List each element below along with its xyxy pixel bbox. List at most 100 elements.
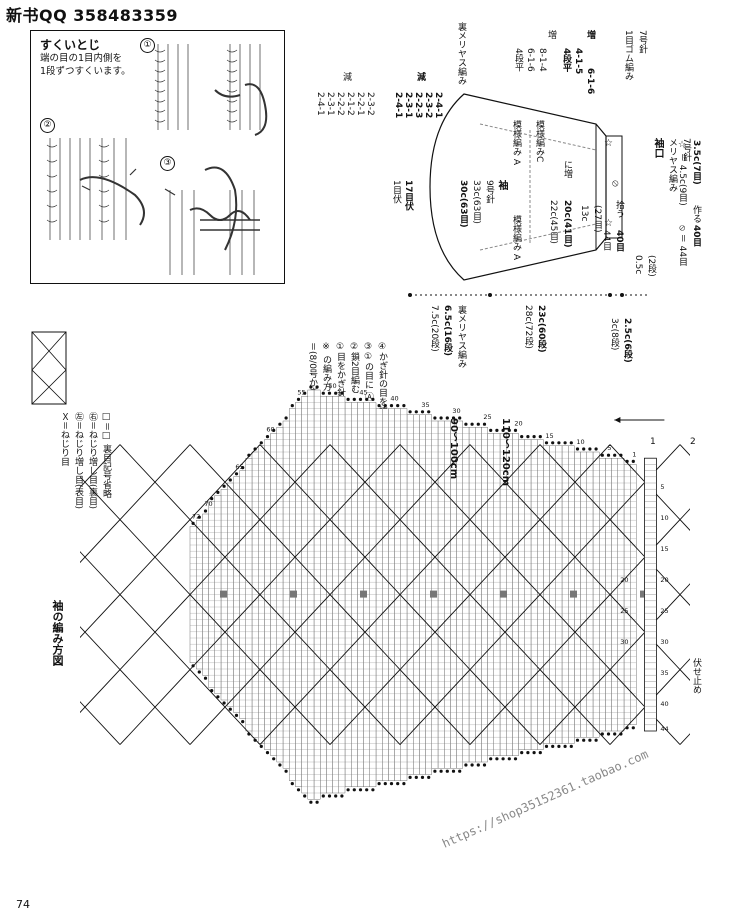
row-number: 45 <box>359 388 367 396</box>
sleeve-part-label: 袖 <box>496 180 507 190</box>
inc-right-2: 6-1-6 <box>585 68 595 95</box>
legend-hatched-swatch <box>31 331 67 405</box>
pickup-suffix: 拾う <box>614 200 624 218</box>
row-number: 30 <box>452 407 460 415</box>
pickup-count-bold: 40目 <box>614 230 624 252</box>
cap-height: 7.5c(20段) <box>429 305 439 352</box>
dec-left-4: 2-2-1 <box>355 92 365 116</box>
dec-left-3: 2-1-2 <box>345 92 355 116</box>
cap-height-bold: 6.5c(16段) <box>442 305 452 357</box>
pattern-a-bottom: 模様編み A <box>511 215 521 261</box>
inner-stitch-number: 30 <box>620 638 628 646</box>
rib-needle: 7号針 <box>637 30 647 54</box>
dec-right-3: 2-3-2 <box>423 92 433 119</box>
pickup-count: 44目 <box>601 230 611 251</box>
chart-title: 袖の編み方図 <box>51 600 64 666</box>
page-number: 74 <box>16 898 30 911</box>
bind-off-label: 伏せ止め <box>691 658 701 694</box>
size-label-large: 110〜120cm <box>500 418 511 487</box>
star-note: ☆ ＝ 4.5c(9目) <box>677 140 687 206</box>
rib-label: 1目ゴム編み <box>623 30 633 81</box>
inc-left-1: 6-1-6 <box>525 48 535 72</box>
row-number: 72 <box>192 512 200 520</box>
knit-fabric-figure-3 <box>164 166 260 275</box>
dec-left-0: 2-4-1 <box>315 92 325 116</box>
reverse-stockinette-top: 裏メリヤス編み <box>456 22 466 85</box>
mattress-stitch-box <box>30 30 285 284</box>
cuff-ell-marker: ⦸ <box>612 178 619 189</box>
dec-right-4: 2-4-1 <box>433 92 443 119</box>
stitch-number: 15 <box>660 545 668 553</box>
cuff-label: 袖口 <box>652 138 663 158</box>
bind-off-left: 1目伏 <box>391 180 401 204</box>
legend-crochet-step-1: ①目をかぎ針に移す <box>335 342 345 424</box>
stitch-number: 35 <box>660 669 668 677</box>
dec-right-1: 2-3-1 <box>403 92 413 119</box>
inc-right-1: 4-1-5 <box>573 48 583 75</box>
legend-crochet-note-title: ※ の編み方 <box>321 342 331 391</box>
cuff-width-sub: (27目) <box>592 205 602 233</box>
sleeve-knitting-chart: 7270656055504540353025201510515101520253… <box>80 382 690 804</box>
row-number: 40 <box>390 395 398 403</box>
row-number: 35 <box>421 401 429 409</box>
row-number: 1 <box>632 450 636 458</box>
row-number: 25 <box>483 413 491 421</box>
row-number: 15 <box>545 432 553 440</box>
knit-fabric-figure-2 <box>46 138 145 240</box>
inc-left-0: 4段平 <box>513 48 523 72</box>
cuff-width: 13c <box>579 205 589 222</box>
step-1-marker: ① <box>140 38 155 53</box>
stitch-number: 30 <box>660 638 668 646</box>
mattress-stitch-description: 端の目の1目内側を 1段ずつすくいます。 <box>40 53 131 77</box>
body-length-bold: 23c(60段) <box>536 305 546 353</box>
decrease-label-left: 減 <box>341 72 351 81</box>
dec-left-1: 2-3-1 <box>325 92 335 116</box>
size-label-small: 90〜100cm <box>448 418 459 480</box>
page-header-title: 新书QQ 358483359 <box>6 6 178 25</box>
legend-crochet-step-4: ④かぎ針の目を棒針に戻す <box>377 342 387 451</box>
length-dimension-lines <box>408 293 650 297</box>
step-2-marker: ② <box>40 118 55 133</box>
pattern-a-top: 模様編み A <box>511 120 521 166</box>
row-number: 55 <box>297 388 305 396</box>
sleeve-width-top: 33c(63目) <box>471 180 481 224</box>
row-number: 70 <box>204 500 212 508</box>
bottom-length-bold: 2.5c(6段) <box>622 318 632 363</box>
stitch-number: 44 <box>660 725 668 733</box>
body-length: 28c(72段) <box>523 305 533 349</box>
bind-off-left-bold: 17目伏 <box>403 180 413 211</box>
cuff-needle: 7号針 <box>681 138 691 162</box>
cuff-star-top: ☆ <box>604 138 613 149</box>
center-increase: 22c(45目) <box>548 200 558 244</box>
cuff-stitch: メリヤス編み <box>667 138 677 192</box>
ell-note-suffix: 作る <box>691 205 701 223</box>
stitch-number: 5 <box>660 483 664 491</box>
bottom-length: 3c(8段) <box>609 318 619 351</box>
row-number: 65 <box>235 463 243 471</box>
knit-fabric-figure-1 <box>154 44 268 136</box>
ell-note-bold: 40目 <box>691 225 701 247</box>
increase-label-left: 増 <box>546 30 556 39</box>
inner-stitch-number: 20 <box>620 576 628 584</box>
legend-twisted-inc-knit: ㊧＝ねじり増し目(表目) <box>73 412 83 510</box>
legend-crochet-step-2: ②鎖2目編む <box>349 342 359 394</box>
sleeve-needle-label: 9号針 <box>484 180 494 204</box>
stitch-number: 20 <box>660 576 668 584</box>
row-number: 60 <box>266 426 274 434</box>
center-increase-suffix: に増 <box>562 160 572 178</box>
sleeve-schematic-shape <box>429 93 623 281</box>
row-number: 50 <box>328 382 336 390</box>
increase-label-right: 増 <box>585 30 595 39</box>
legend-crochet-title: ＝(8/0号かぎ針) <box>307 342 317 409</box>
dec-right-0: 2-4-1 <box>393 92 403 119</box>
cuff-length-sub: (2段) <box>646 255 656 277</box>
pattern-c-label: 模様編みC <box>534 120 544 163</box>
inc-right-0: 4段平 <box>561 48 571 73</box>
dec-left-5: 2-3-2 <box>365 92 375 116</box>
ell-note: ⦸ ＝ 44目 <box>677 225 687 267</box>
center-increase-bold: 20c(41目) <box>562 200 572 248</box>
dec-right-2: 2-2-3 <box>413 92 423 119</box>
row-number: 20 <box>514 419 522 427</box>
mattress-stitch-title: すくいとじ <box>40 38 101 52</box>
stitch-number: 40 <box>660 700 668 708</box>
